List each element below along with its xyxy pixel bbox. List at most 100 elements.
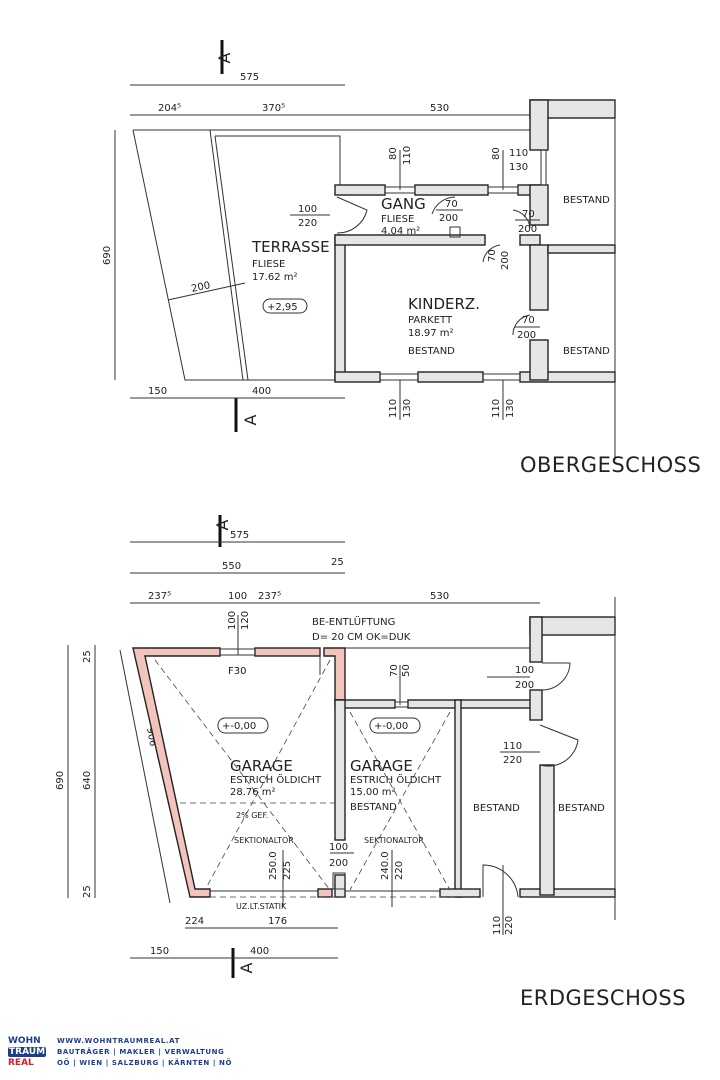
dim-bottom-seg2: 400 — [252, 386, 271, 397]
svg-text:PARKETT: PARKETT — [408, 315, 453, 326]
svg-text:150: 150 — [150, 946, 169, 957]
svg-text:130: 130 — [509, 162, 528, 173]
svg-text:4.04 m²: 4.04 m² — [381, 226, 420, 237]
svg-text:200: 200 — [439, 213, 458, 224]
dim-height: 690 — [102, 246, 113, 265]
svg-text:GARAGE: GARAGE — [230, 757, 293, 775]
room-bestand: BESTAND — [473, 803, 520, 814]
doors-eg — [330, 662, 579, 935]
company-logo: WOHN TRAUM REAL — [8, 1036, 47, 1068]
room-kinderzimmer: KINDERZ. PARKETT 18.97 m² BESTAND — [408, 295, 480, 357]
room-bestand: BESTAND — [563, 346, 610, 357]
svg-text:200: 200 — [517, 330, 536, 341]
svg-text:110: 110 — [509, 148, 528, 159]
svg-text:130: 130 — [505, 399, 516, 418]
svg-text:70: 70 — [389, 664, 400, 677]
svg-text:KINDERZ.: KINDERZ. — [408, 295, 480, 313]
svg-text:GANG: GANG — [381, 195, 426, 213]
svg-text:50: 50 — [401, 664, 412, 677]
svg-text:690: 690 — [55, 771, 66, 790]
svg-text:ESTRICH ÖLDICHT: ESTRICH ÖLDICHT — [230, 773, 322, 786]
svg-text:SEKTIONALTOR: SEKTIONALTOR — [364, 836, 424, 845]
svg-text:575: 575 — [230, 530, 249, 541]
company-info: WWW.WOHNTRAUMREAL.AT BAUTRÄGER | MAKLER … — [57, 1036, 232, 1069]
section-marker-top: A — [215, 40, 234, 74]
svg-text:176: 176 — [268, 916, 287, 927]
section-marker-bottom: A — [231, 948, 256, 978]
svg-text:70: 70 — [445, 199, 458, 210]
ventilation-note: D= 20 CM OK=DUK — [312, 632, 411, 643]
svg-text:110: 110 — [388, 399, 399, 418]
svg-text:2% GEF.: 2% GEF. — [236, 811, 268, 820]
dim-bottom-seg1: 150 — [148, 386, 167, 397]
dim-seg1: 204⁵ — [158, 103, 181, 114]
svg-text:FLIESE: FLIESE — [381, 214, 414, 225]
svg-text:530: 530 — [430, 591, 449, 602]
svg-text:200: 200 — [329, 858, 348, 869]
dim-overall: 575 — [240, 72, 259, 83]
svg-text:SEKTIONALTOR: SEKTIONALTOR — [234, 836, 294, 845]
room-garage-2: +-0,00 GARAGE ESTRICH ÖLDICHT 15.00 m² B… — [350, 717, 442, 845]
svg-text:240.0: 240.0 — [380, 851, 391, 880]
website-link[interactable]: WWW.WOHNTRAUMREAL.AT — [57, 1037, 181, 1045]
svg-text:28.76 m²: 28.76 m² — [230, 787, 276, 798]
section-marker-bottom: A — [234, 398, 260, 432]
ventilation-note: BE-ENTLÜFTUNG — [312, 615, 395, 628]
services: BAUTRÄGER | MAKLER | VERWALTUNG — [57, 1048, 225, 1056]
obergeschoss-plan: A A 575 204⁵ 370⁵ 530 150 400 690 200 — [102, 40, 701, 477]
svg-text:70: 70 — [522, 209, 535, 220]
room-terrasse: TERRASSE FLIESE 17.62 m² +2,95 — [251, 238, 330, 314]
svg-text:100: 100 — [228, 591, 247, 602]
svg-text:200: 200 — [500, 251, 511, 270]
terrace-outline — [132, 129, 540, 381]
svg-text:GARAGE: GARAGE — [350, 757, 413, 775]
lintel-note: UZ.LT.STATIK — [236, 902, 287, 911]
svg-text:A: A — [241, 414, 260, 425]
svg-text:17.62 m²: 17.62 m² — [252, 272, 298, 283]
svg-text:100: 100 — [515, 665, 534, 676]
svg-text:550: 550 — [222, 561, 241, 572]
svg-text:110: 110 — [402, 146, 413, 165]
floor-title-erdgeschoss: ERDGESCHOSS — [520, 986, 686, 1010]
svg-text:FLIESE: FLIESE — [252, 259, 285, 270]
room-bestand: BESTAND — [558, 803, 605, 814]
svg-text:237⁵: 237⁵ — [148, 591, 171, 602]
dimension-lines — [114, 84, 540, 399]
svg-text:70: 70 — [487, 249, 498, 262]
svg-text:400: 400 — [250, 946, 269, 957]
svg-text:640: 640 — [82, 771, 93, 790]
walls-og — [334, 99, 616, 383]
svg-text:120: 120 — [240, 611, 251, 630]
svg-text:18.97 m²: 18.97 m² — [408, 328, 454, 339]
svg-text:+-0,00: +-0,00 — [374, 721, 408, 732]
svg-text:200: 200 — [518, 224, 537, 235]
svg-text:100: 100 — [329, 842, 348, 853]
windows-og — [379, 149, 547, 420]
svg-text:70: 70 — [522, 315, 535, 326]
dim-seg3: 530 — [430, 103, 449, 114]
doors-og — [290, 196, 540, 336]
svg-text:130: 130 — [402, 399, 413, 418]
walls-eg — [334, 616, 616, 898]
svg-text:A: A — [213, 519, 232, 530]
svg-text:250.0: 250.0 — [268, 851, 279, 880]
svg-text:200: 200 — [515, 680, 534, 691]
svg-text:A: A — [215, 52, 234, 63]
svg-text:BESTAND: BESTAND — [350, 802, 397, 813]
dim-seg2: 370⁵ — [262, 103, 285, 114]
svg-text:A: A — [237, 962, 256, 973]
svg-text:100: 100 — [227, 611, 238, 630]
svg-text:ESTRICH ÖLDICHT: ESTRICH ÖLDICHT — [350, 773, 442, 786]
svg-text:25: 25 — [82, 650, 93, 663]
room-garage-1: +-0,00 GARAGE ESTRICH ÖLDICHT 28.76 m² 2… — [217, 717, 322, 845]
garage-dashed-lines — [154, 659, 455, 898]
svg-text:220: 220 — [504, 916, 515, 935]
svg-text:110: 110 — [503, 741, 522, 752]
svg-text:80: 80 — [388, 147, 399, 160]
svg-text:BESTAND: BESTAND — [408, 346, 455, 357]
svg-text:220: 220 — [503, 755, 522, 766]
svg-text:TERRASSE: TERRASSE — [251, 238, 330, 256]
svg-text:224: 224 — [185, 916, 204, 927]
svg-text:225: 225 — [282, 861, 293, 880]
